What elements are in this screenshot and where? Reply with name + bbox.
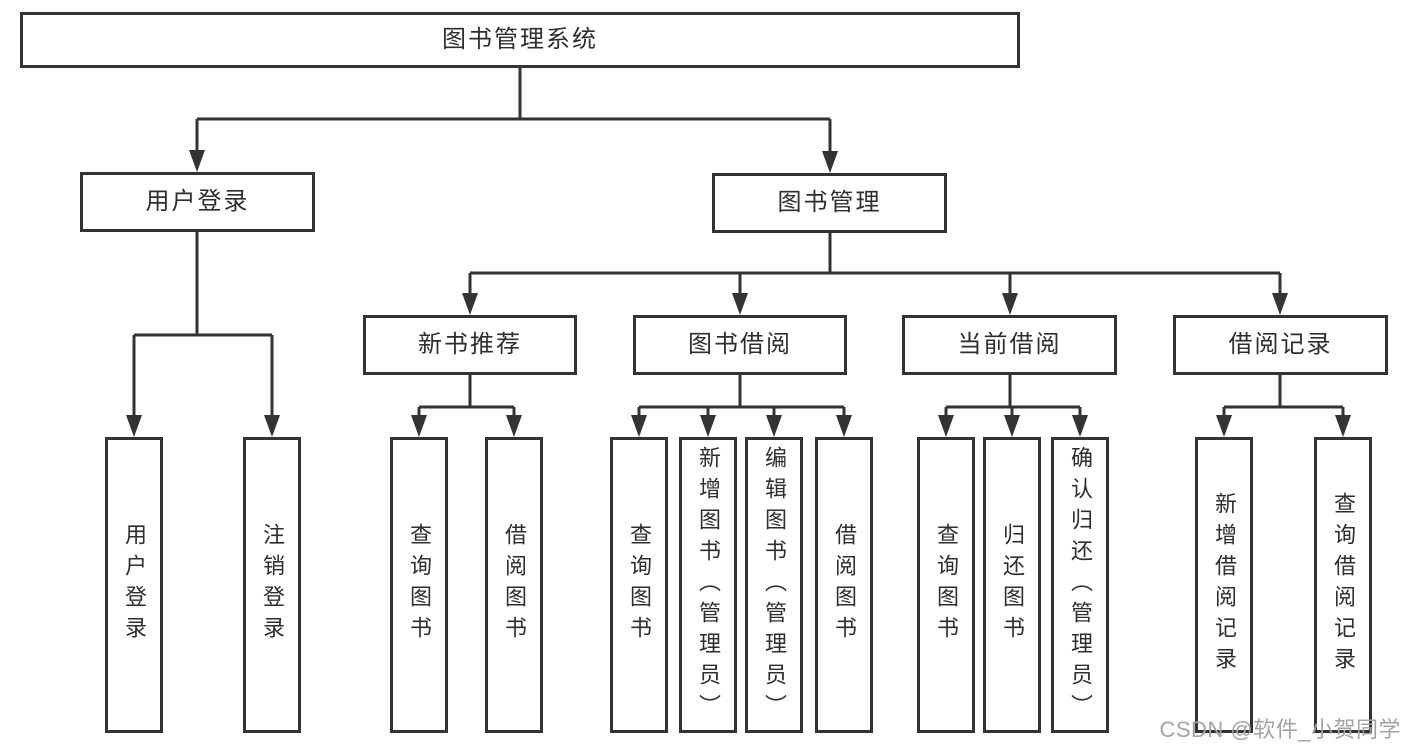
leaf-recommend-borrow-books: 借阅图书	[485, 437, 543, 733]
leaf-borrow-add-books-admin: 新增图书（管理员）	[679, 437, 737, 733]
leaf-recommend-query-books: 查询图书	[390, 437, 448, 733]
node-book-borrowing: 图书借阅	[633, 315, 847, 375]
node-user-login: 用户登录	[80, 172, 315, 232]
leaf-label: 查询图书	[627, 523, 652, 647]
connector-book-borrowing	[637, 375, 846, 419]
node-library-management-system: 图书管理系统	[20, 12, 1020, 68]
arrowhead-icon	[631, 415, 647, 437]
connector-user-login	[132, 232, 274, 419]
leaf-current-return-books: 归还图书	[983, 437, 1041, 733]
arrowhead-icon	[1002, 293, 1018, 315]
arrowhead-icon	[766, 415, 782, 437]
leaf-label: 归还图书	[1000, 523, 1025, 647]
leaf-borrow-edit-books-admin: 编辑图书（管理员）	[745, 437, 803, 733]
node-book-management: 图书管理	[712, 173, 947, 233]
leaf-label: 借阅图书	[832, 523, 857, 647]
node-new-book-recommendation: 新书推荐	[363, 315, 577, 375]
arrowhead-icon	[189, 150, 205, 172]
arrowhead-icon	[732, 293, 748, 315]
leaf-label: 注销登录	[260, 523, 285, 647]
leaf-records-add-record: 新增借阅记录	[1195, 437, 1253, 733]
leaf-label: 编辑图书（管理员）	[762, 445, 787, 725]
arrowhead-icon	[836, 415, 852, 437]
connector-book-management	[468, 233, 1282, 297]
leaf-label: 查询图书	[407, 523, 432, 647]
arrowhead-icon	[1072, 415, 1088, 437]
arrowhead-icon	[1335, 415, 1351, 437]
leaf-label: 新增图书（管理员）	[696, 445, 721, 725]
leaf-borrow-query-books: 查询图书	[610, 437, 668, 733]
node-borrowing-records: 借阅记录	[1173, 315, 1388, 375]
leaf-label: 借阅图书	[502, 523, 527, 647]
leaf-label: 新增借阅记录	[1212, 492, 1237, 678]
arrowhead-icon	[126, 415, 142, 437]
leaf-label: 确认归还（管理员）	[1068, 445, 1093, 725]
leaf-records-query-record: 查询借阅记录	[1314, 437, 1372, 733]
arrowhead-icon	[411, 415, 427, 437]
leaf-borrow-borrow-books: 借阅图书	[815, 437, 873, 733]
arrowhead-icon	[264, 415, 280, 437]
connector-current-borrowing	[944, 375, 1082, 419]
connector-new-book-recommendation	[417, 375, 516, 419]
arrowhead-icon	[1216, 415, 1232, 437]
leaf-label: 查询借阅记录	[1331, 492, 1356, 678]
arrowhead-icon	[462, 293, 478, 315]
leaf-current-confirm-return-admin: 确认归还（管理员）	[1051, 437, 1109, 733]
connector-root	[195, 68, 832, 155]
leaf-label: 查询图书	[934, 523, 959, 647]
leaf-user-login: 用户登录	[105, 437, 163, 733]
watermark: CSDN @软件_小贺同学	[1159, 717, 1401, 742]
leaf-label: 用户登录	[122, 523, 147, 647]
arrowhead-icon	[938, 415, 954, 437]
leaf-current-query-books: 查询图书	[917, 437, 975, 733]
arrowhead-icon	[1004, 415, 1020, 437]
leaf-logout: 注销登录	[243, 437, 301, 733]
node-current-borrowing: 当前借阅	[902, 315, 1117, 375]
arrowhead-icon	[1272, 293, 1288, 315]
arrowhead-icon	[506, 415, 522, 437]
connector-borrowing-records	[1222, 375, 1345, 419]
arrowhead-icon	[700, 415, 716, 437]
arrowhead-icon	[822, 151, 838, 173]
